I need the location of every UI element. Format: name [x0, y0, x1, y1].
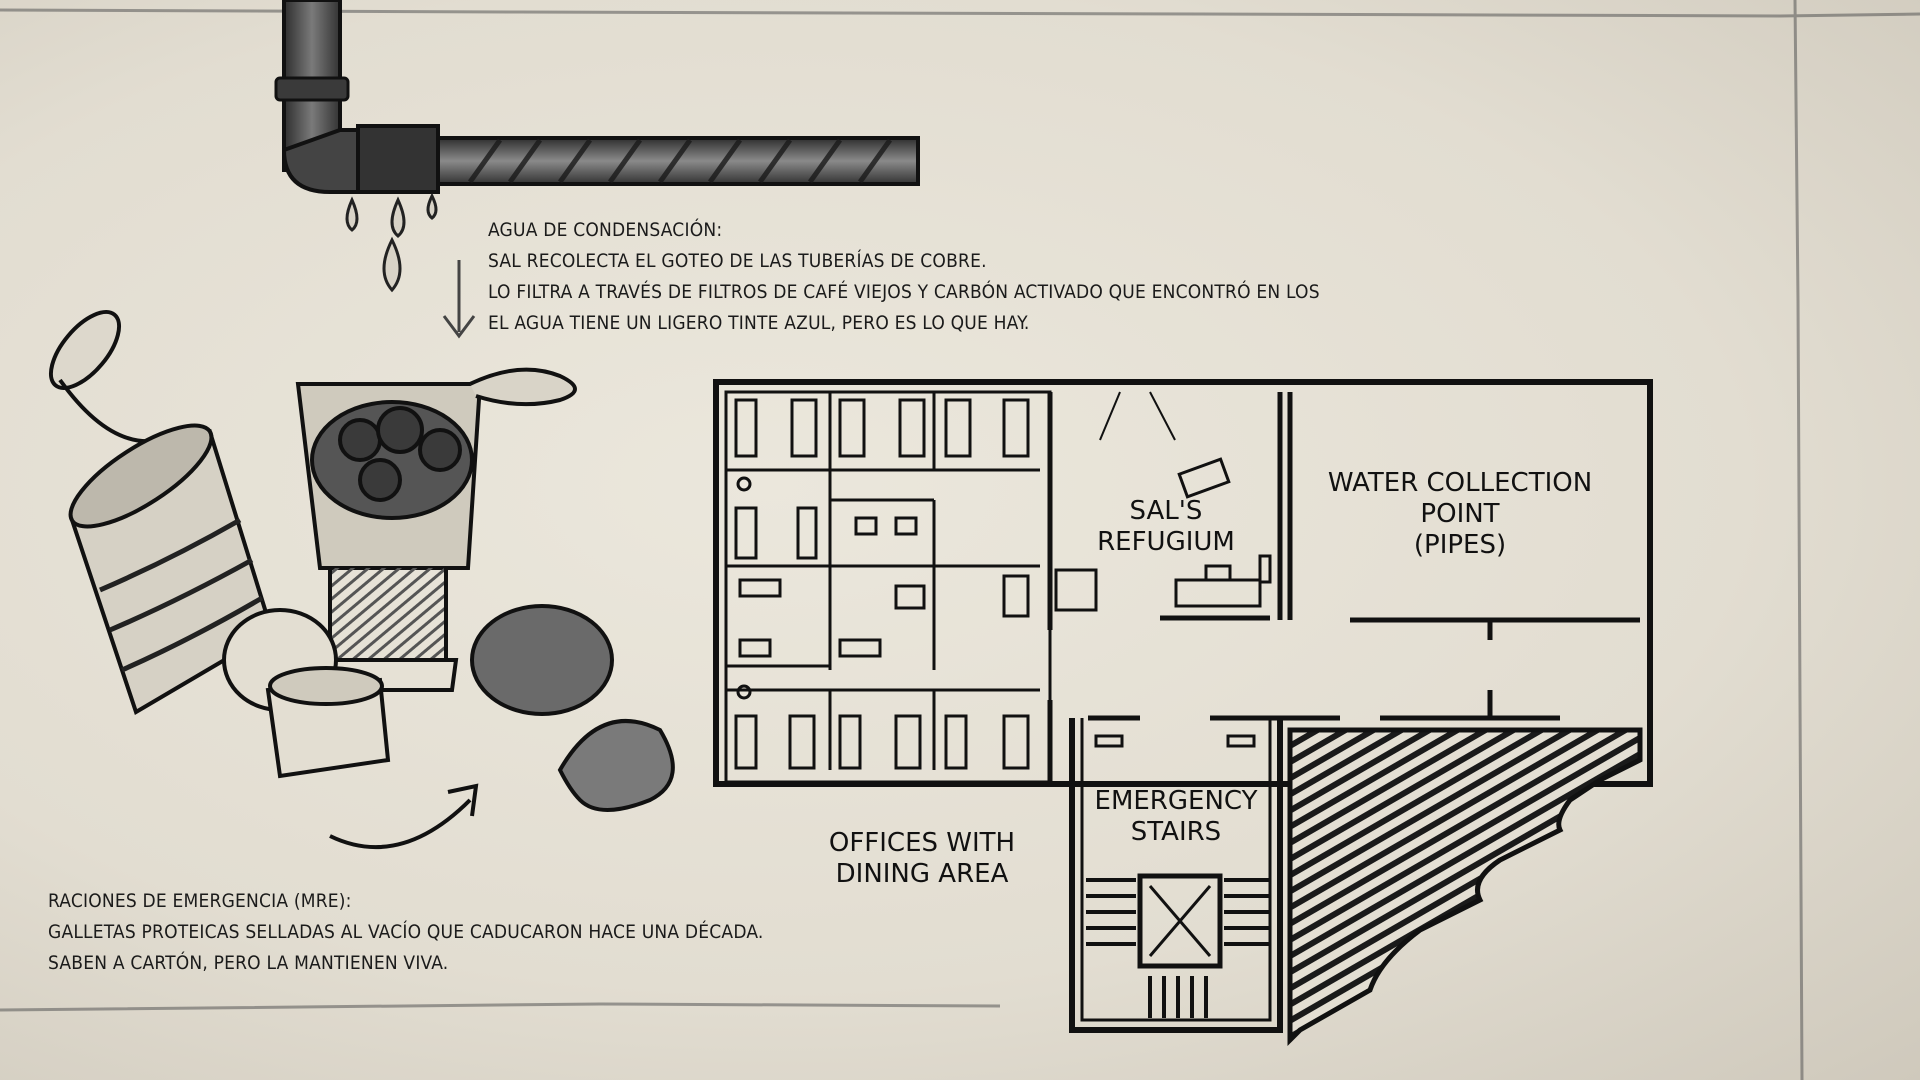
refugium-label-line: SAL'S	[1129, 496, 1203, 526]
emergency-stairs-drawing	[1086, 734, 1270, 1018]
curved-arrow-icon	[329, 783, 479, 850]
arrow-down-icon	[442, 260, 476, 339]
protein-crackers	[470, 604, 675, 812]
ration-note-line: Saben a cartón, pero la mantienen viva.	[48, 952, 449, 974]
water-note-line: El agua tiene un ligero tinte azul, pero…	[488, 312, 1030, 334]
water-collection-label: WATER COLLECTION POINT (PIPES)	[1290, 468, 1630, 561]
refugium-furniture	[1054, 457, 1272, 612]
water-note-line: Lo filtra a través de filtros de café vi…	[488, 281, 1320, 303]
office-cubicles	[726, 392, 1040, 770]
water-note-line: Sal recolecta el goteo de las tuberías d…	[488, 250, 987, 272]
water-collection-label-line: WATER COLLECTION	[1327, 468, 1593, 498]
open-can	[48, 310, 275, 715]
emergency-stairs-label-line: EMERGENCY	[1094, 786, 1258, 816]
emergency-stairs-label: EMERGENCY STAIRS	[1082, 786, 1270, 848]
ration-cups	[222, 608, 391, 779]
refugium-label: SAL'S REFUGIUM	[1052, 496, 1280, 558]
copper-pipe	[274, 0, 920, 194]
water-collection-label-line: POINT	[1420, 499, 1500, 529]
water-collection-label-line: (PIPES)	[1413, 530, 1507, 560]
water-drips	[345, 192, 438, 293]
offices-label: OFFICES WITH DINING AREA	[812, 828, 1032, 890]
filter-cup	[295, 367, 577, 692]
collapsed-section	[1287, 727, 1643, 1047]
offices-label-line: OFFICES WITH	[828, 828, 1016, 858]
ration-note-line: Galletas proteicas selladas al vacío que…	[48, 921, 764, 943]
offices-label-line: DINING AREA	[835, 859, 1009, 889]
water-condensation-note: Agua de condensación: Sal recolecta el g…	[488, 215, 1320, 339]
emergency-rations-note: Raciones de emergencia (MRE): Galletas p…	[48, 886, 764, 979]
emergency-stairs-label-line: STAIRS	[1130, 817, 1222, 847]
water-note-title: Agua de condensación:	[488, 219, 723, 241]
ration-note-title: Raciones de emergencia (MRE):	[48, 890, 352, 912]
refugium-label-line: REFUGIUM	[1097, 527, 1235, 557]
floor-plan	[713, 379, 1653, 1033]
